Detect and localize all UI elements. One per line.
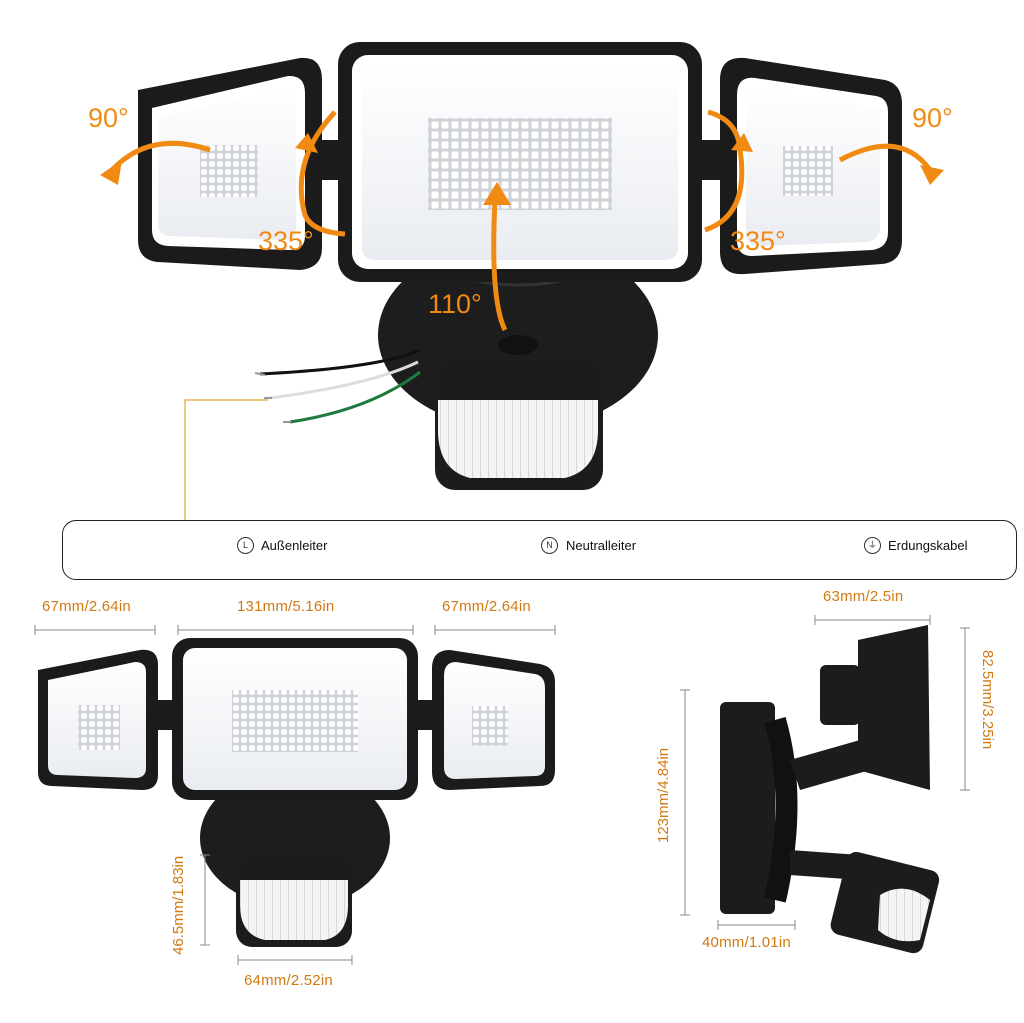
ground-label: Erdungskabel [888,538,968,553]
rotation-arrows [110,109,933,332]
neutral-label: Neutralleiter [566,538,637,553]
dim-side-head-depth: 63mm/2.5in [823,588,904,605]
dim-sensor-width: 64mm/2.52in [244,972,333,989]
right-light-head [720,57,902,275]
dim-total-height: 123mm/4.84in [655,747,672,843]
dimension-lines-side [680,615,970,930]
side-view [720,625,940,954]
dim-left-head-width: 67mm/2.64in [42,598,131,615]
left-tilt-angle: 90° [88,103,129,133]
wire-legend: L Außenleiter N Neutralleiter ⏚ Erdungsk… [62,520,1017,580]
dim-side-head-height: 82.5mm/3.25in [979,650,996,750]
dim-center-head-width: 131mm/5.16in [237,598,335,615]
dim-right-head-width: 67mm/2.64in [442,598,531,615]
phase-symbol: L [237,537,254,554]
ground-icon: ⏚ [864,537,881,554]
phase-label: Außenleiter [261,538,328,553]
right-rotate-angle: 335° [730,226,786,256]
left-light-head [138,57,322,270]
leader-line [184,399,268,520]
supply-wires [254,348,421,424]
motion-sensor [435,335,603,490]
dimension-lines-front [34,625,556,965]
front-view [38,638,555,947]
center-tilt-angle: 110° [428,289,482,319]
center-light-head [338,42,702,282]
dim-sensor-height: 46.5mm/1.83in [170,855,187,955]
left-rotate-angle: 335° [258,226,314,256]
neutral-symbol: N [541,537,558,554]
dim-base-depth: 40mm/1.01in [702,934,791,951]
arrow-heads [100,133,944,205]
right-tilt-angle: 90° [912,103,953,133]
